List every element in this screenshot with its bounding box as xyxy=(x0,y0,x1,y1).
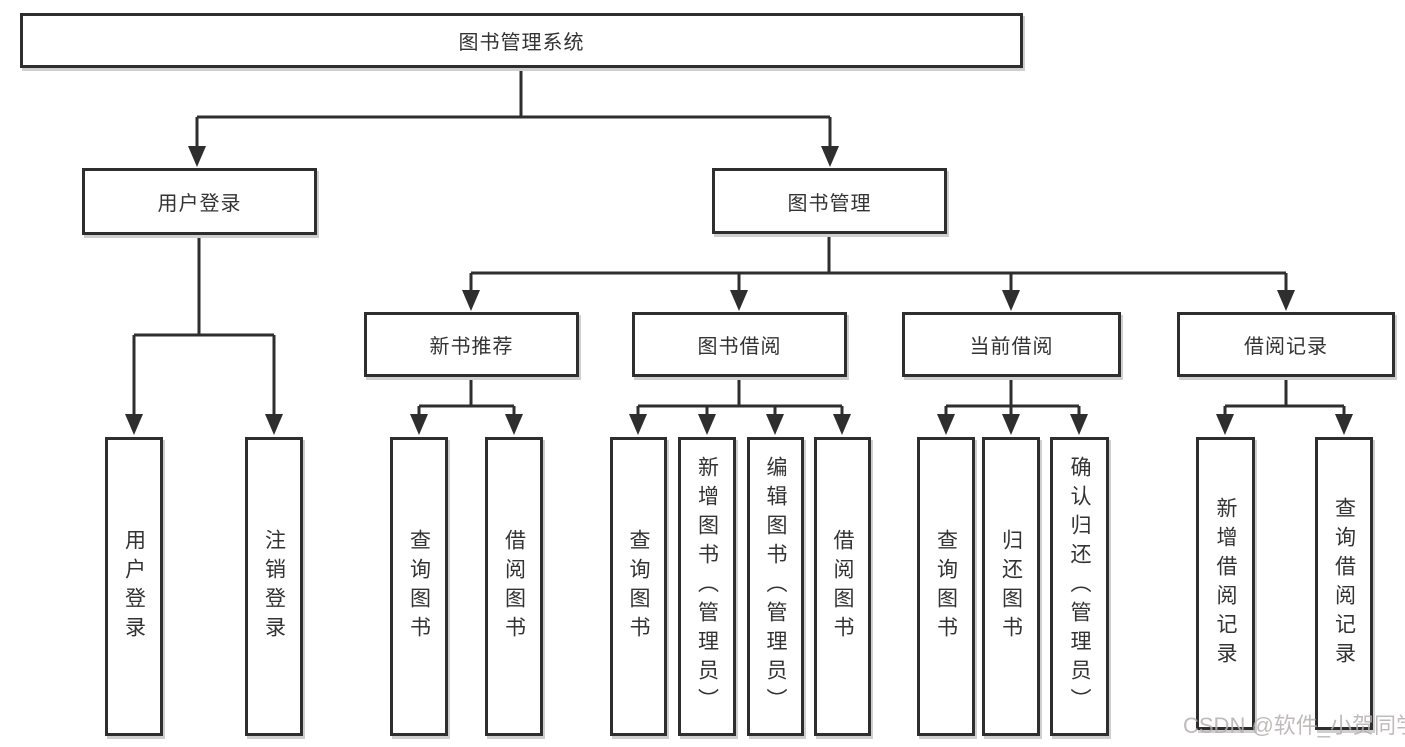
leaf-borrow-add-books-admin: 新增图书（管理员） xyxy=(678,437,736,736)
node-label: 图书借阅 xyxy=(697,336,782,358)
node-label: 当前借阅 xyxy=(969,336,1054,358)
csdn-watermark: CSDN @软件_小贺同学 xyxy=(1183,713,1405,738)
node-label: 新书推荐 xyxy=(429,336,514,358)
leaf-user-login: 用户登录 xyxy=(105,437,163,736)
node-borrowing-records: 借阅记录 xyxy=(1177,312,1395,377)
node-label: 新增借阅记录 xyxy=(1214,496,1237,671)
node-root-library-system: 图书管理系统 xyxy=(20,13,1023,68)
node-label: 查询图书 xyxy=(627,528,650,645)
node-label: 确认归还（管理员） xyxy=(1068,456,1091,717)
leaf-logout: 注销登录 xyxy=(245,437,303,736)
leaf-current-confirm-return-admin: 确认归还（管理员） xyxy=(1050,437,1109,736)
node-label: 图书管理系统 xyxy=(458,32,585,54)
leaf-borrow-query-books: 查询图书 xyxy=(610,437,667,736)
leaf-newrec-borrow-books: 借阅图书 xyxy=(485,437,543,736)
node-current-borrowing: 当前借阅 xyxy=(902,312,1121,377)
node-label: 图书管理 xyxy=(787,192,872,215)
leaf-newrec-query-books: 查询图书 xyxy=(390,437,448,736)
node-user-login: 用户登录 xyxy=(82,168,317,235)
node-label: 归还图书 xyxy=(999,528,1023,645)
leaf-borrow-borrow-books: 借阅图书 xyxy=(814,437,871,736)
leaf-records-add-record: 新增借阅记录 xyxy=(1196,437,1255,730)
node-label: 查询借阅记录 xyxy=(1332,496,1356,671)
node-label: 用户登录 xyxy=(157,193,242,215)
leaf-borrow-edit-books-admin: 编辑图书（管理员） xyxy=(747,437,804,736)
node-label: 借阅图书 xyxy=(831,528,854,645)
node-label: 借阅记录 xyxy=(1244,336,1328,358)
node-label: 借阅图书 xyxy=(502,528,526,645)
leaf-current-query-books: 查询图书 xyxy=(917,437,975,736)
node-label: 新增图书（管理员） xyxy=(695,456,719,717)
node-label: 编辑图书（管理员） xyxy=(764,456,787,717)
node-new-book-recommend: 新书推荐 xyxy=(364,312,579,377)
node-book-borrowing: 图书借阅 xyxy=(632,312,847,377)
arrowheads xyxy=(125,146,1353,435)
node-label: 查询图书 xyxy=(407,528,431,645)
node-label: 注销登录 xyxy=(262,528,286,645)
node-book-management: 图书管理 xyxy=(712,168,947,234)
leaf-current-return-books: 归还图书 xyxy=(982,437,1040,736)
leaf-records-query-record: 查询借阅记录 xyxy=(1315,437,1373,730)
node-label: 用户登录 xyxy=(122,528,146,645)
node-label: 查询图书 xyxy=(934,528,958,645)
